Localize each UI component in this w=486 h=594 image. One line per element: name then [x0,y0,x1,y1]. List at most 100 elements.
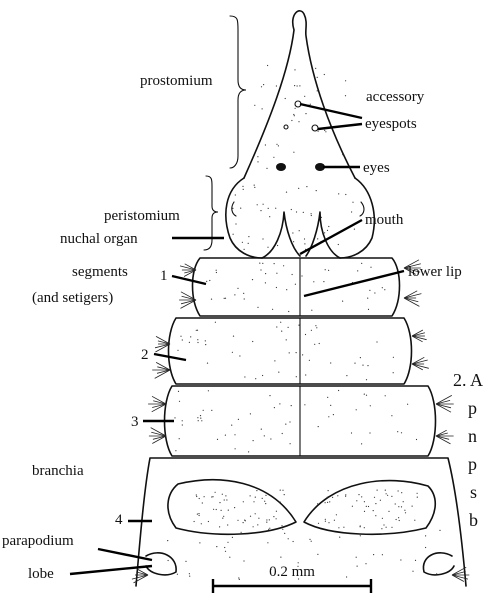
seta [412,336,427,340]
seta [137,569,148,575]
stippling [167,65,441,580]
seta [404,298,419,306]
stipple-dot [228,510,229,511]
seta [436,436,451,444]
segment-number-1: 1 [160,268,168,284]
stipple-dot [328,226,329,227]
stipple-dot [276,511,277,512]
stipple-dot [274,407,275,408]
stipple-dot [239,355,240,356]
stipple-dot [384,289,385,290]
stipple-dot [225,435,226,436]
stipple-dot [255,378,256,379]
stipple-dot [403,501,404,502]
stipple-dot [278,372,279,373]
stipple-dot [243,522,244,523]
stipple-dot [352,506,353,507]
stipple-dot [375,503,376,504]
stipple-dot [288,327,289,328]
stipple-dot [244,249,245,250]
stipple-dot [293,241,294,242]
stipple-dot [325,269,326,270]
accessory-leader-2 [318,124,362,129]
stipple-dot [311,215,312,216]
stipple-dot [346,375,347,376]
stipple-dot [382,287,383,288]
stipple-dot [250,413,251,414]
stipple-dot [368,506,369,507]
stipple-dot [197,417,198,418]
seta [404,291,417,298]
stipple-dot [255,497,256,498]
stipple-dot [393,372,394,373]
stipple-dot [248,236,249,237]
stipple-dot [286,192,287,193]
stipple-dot [273,157,274,158]
stipple-dot [404,510,405,511]
stipple-dot [317,238,318,239]
stipple-dot [177,574,178,575]
stipple-dot [262,238,263,239]
stipple-dot [213,509,214,510]
stipple-dot [292,274,293,275]
seta [436,395,452,404]
stipple-dot [237,288,238,289]
stipple-dot [286,289,287,290]
stipple-dot [269,519,270,520]
stipple-dot [226,499,227,500]
stipple-dot [311,330,312,331]
stipple-dot [216,546,217,547]
stipple-dot [330,362,331,363]
stipple-dot [337,495,338,496]
segment-2-leader [154,354,186,360]
stipple-dot [338,390,339,391]
seta [152,404,166,408]
stipple-dot [367,365,368,366]
nuchal-organ-mark [232,202,364,216]
stipple-dot [248,243,249,244]
stipple-dot [299,85,300,86]
stipple-dot [264,501,265,502]
segment-number-2: 2 [141,347,149,363]
seta [151,428,166,436]
stipple-dot [318,426,319,427]
stipple-dot [351,432,352,433]
stipple-dot [317,90,318,91]
stipple-dot [235,448,236,449]
stipple-dot [241,532,242,533]
stipple-dot [233,336,234,337]
seta [404,294,421,298]
stipple-dot [304,243,305,244]
stipple-dot [282,529,283,530]
stipple-dot [293,114,294,115]
stipple-dot [311,541,312,542]
stipple-dot [401,432,402,433]
parapodial-lobe-right [423,553,454,575]
stipple-dot [237,520,238,521]
seta [436,400,450,404]
stipple-dot [258,518,259,519]
seta [436,430,447,436]
segment-1-outline [193,258,400,316]
stipple-dot [257,161,258,162]
stipple-dot [182,339,183,340]
seta [152,396,166,404]
stipple-dot [325,502,326,503]
seta [412,330,423,336]
stipple-dot [244,376,245,377]
stipple-dot [288,311,289,312]
stipple-dot [269,395,270,396]
stipple-dot [265,144,266,145]
stipple-dot [167,540,168,541]
stipple-dot [329,501,330,502]
stipple-dot [189,573,190,574]
stipple-dot [370,405,371,406]
stipple-dot [217,439,218,440]
stipple-dot [202,502,203,503]
stipple-dot [269,528,270,529]
stipple-dot [391,496,392,497]
stipple-dot [280,490,281,491]
stipple-dot [260,269,261,270]
seta [412,360,428,364]
stipple-dot [201,420,202,421]
